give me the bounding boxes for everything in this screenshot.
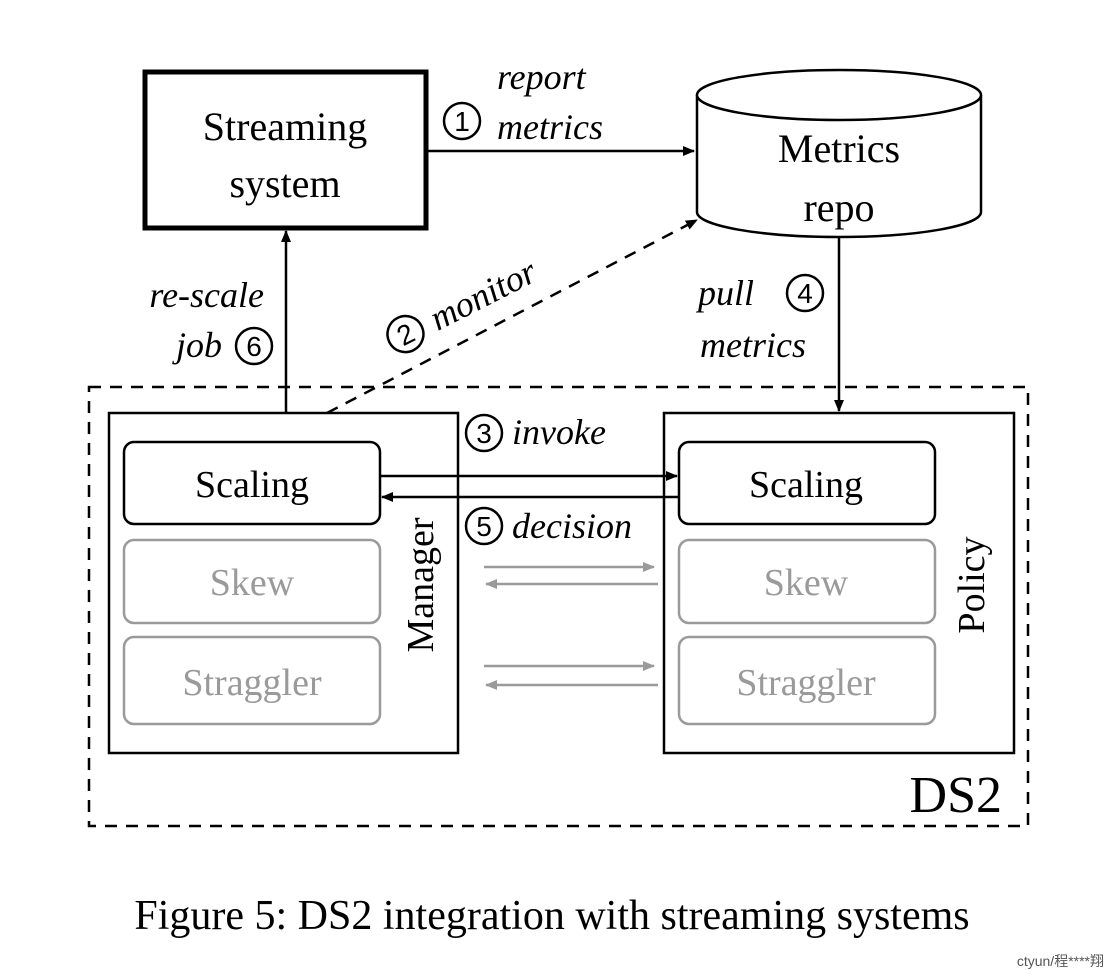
streaming-system-label-line1: Streaming xyxy=(203,104,367,149)
step-6-badge xyxy=(234,326,274,366)
streaming-system-label-line2: system xyxy=(229,161,340,206)
policy-scaling-module: Scaling xyxy=(677,440,937,526)
manager-skew-module: Skew xyxy=(122,538,382,625)
policy-skew-module: Skew xyxy=(677,538,937,625)
policy-straggler-label: Straggler xyxy=(736,662,876,704)
manager-straggler-module: Straggler xyxy=(122,635,382,726)
step-2-badge xyxy=(386,314,425,354)
manager-straggler-label: Straggler xyxy=(182,662,322,704)
manager-node: Manager Scaling Skew Straggler xyxy=(107,411,460,755)
ds2-container: DS2 xyxy=(87,385,1030,828)
step-3-text: invoke xyxy=(512,412,606,452)
step-1-text-line1: report xyxy=(497,57,587,97)
policy-straggler-module: Straggler xyxy=(677,635,937,726)
step-1-badge xyxy=(442,101,482,141)
policy-skew-label: Skew xyxy=(764,562,849,604)
figure-caption: Figure 5: DS2 integration with streaming… xyxy=(134,893,969,939)
step-1-number: 1 xyxy=(454,106,470,137)
step-1-text-line2: metrics xyxy=(497,107,603,147)
metrics-repo-node: Metrics repo xyxy=(695,68,983,239)
step-4-text-line1: pull xyxy=(695,273,754,313)
step-6-number: 6 xyxy=(246,331,262,362)
step-5-badge xyxy=(464,506,504,546)
step-3-badge xyxy=(464,413,504,453)
ds2-label: DS2 xyxy=(910,767,1002,824)
step-4-label: pull 4 metrics xyxy=(695,273,825,365)
manager-label: Manager xyxy=(400,517,442,652)
step-3-number: 3 xyxy=(476,418,492,449)
step-6-label: re-scale job 6 xyxy=(149,275,274,366)
metrics-repo-label-line1: Metrics xyxy=(778,126,900,171)
step-1-label: 1 report metrics xyxy=(442,57,603,147)
metrics-repo-label-line2: repo xyxy=(803,185,874,230)
step-3-label: 3 invoke xyxy=(464,412,606,453)
policy-node: Policy Scaling Skew Straggler xyxy=(662,411,1016,755)
step-5-number: 5 xyxy=(476,511,492,542)
step-4-badge xyxy=(785,273,825,313)
step-4-text-line2: metrics xyxy=(700,325,806,365)
manager-scaling-module: Scaling xyxy=(122,440,382,526)
policy-scaling-label: Scaling xyxy=(749,464,863,506)
monitor-arrow xyxy=(326,218,698,415)
step-4-number: 4 xyxy=(797,278,813,309)
step-6-text-line2: job xyxy=(172,325,222,365)
policy-label: Policy xyxy=(951,536,993,633)
step-5-label: 5 decision xyxy=(464,506,632,546)
step-6-text-line1: re-scale xyxy=(149,275,264,315)
manager-skew-label: Skew xyxy=(210,562,295,604)
manager-scaling-label: Scaling xyxy=(195,464,309,506)
step-2-text: monitor xyxy=(423,250,544,338)
streaming-system-node: Streaming system xyxy=(142,69,429,231)
watermark: ctyun/程****翔 xyxy=(1017,953,1104,969)
step-5-text: decision xyxy=(512,506,632,546)
